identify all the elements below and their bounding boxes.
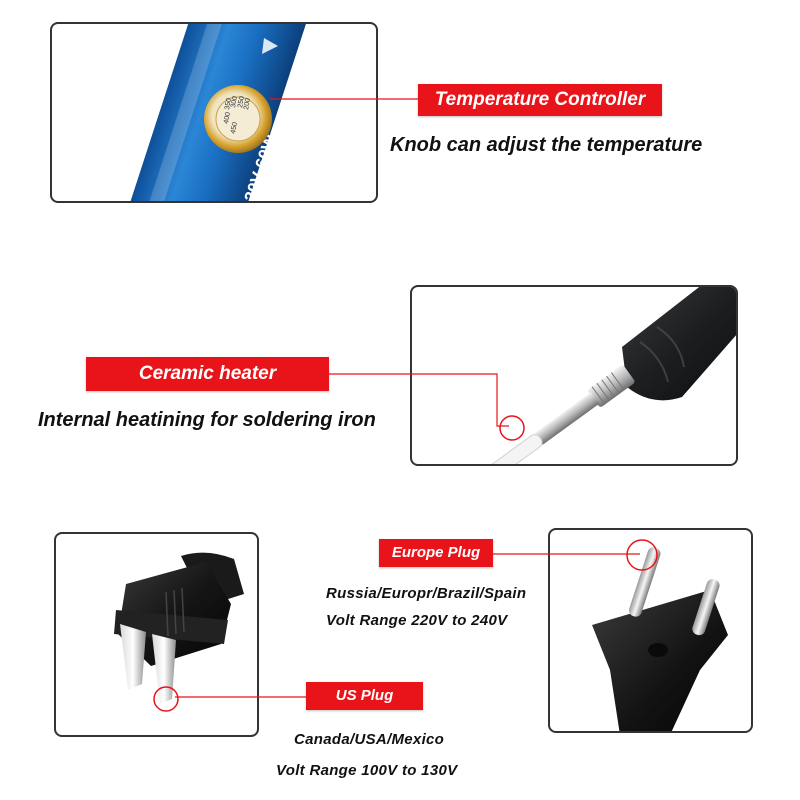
temperature-controller-description: Knob can adjust the temperature — [390, 134, 703, 156]
us-plug-image — [114, 552, 244, 712]
europe-plug-label: Europe Plug — [379, 539, 493, 567]
heater-callout-line — [329, 373, 509, 427]
europe-plug-photo-frame — [548, 528, 753, 733]
us-plug-voltage: Volt Range 100V to 130V — [276, 762, 458, 779]
ceramic-heater-description: Internal heatining for soldering iron — [38, 409, 376, 431]
knob-scale: 200 250 300 350 400 450 — [223, 96, 252, 135]
knob-mark: 350 — [224, 98, 233, 111]
knob-mark: 300 — [230, 96, 239, 109]
europe-plug-highlight-circle — [626, 539, 658, 571]
ceramic-heater-photo-frame — [410, 285, 738, 466]
knob-mark: 200 — [243, 98, 252, 111]
europe-plug-voltage: Volt Range 220V to 240V — [326, 612, 508, 629]
europe-plug-image — [592, 539, 728, 731]
ceramic-heater-label: Ceramic heater — [86, 357, 329, 391]
us-plug-countries: Canada/USA/Mexico — [294, 731, 445, 748]
ceramic-heater-image — [486, 287, 736, 464]
knob-mark: 400 — [223, 112, 232, 125]
knob-mark: 450 — [230, 122, 239, 135]
us-plug-label: US Plug — [306, 682, 423, 710]
temperature-controller-photo-frame: 220V 60W 200 250 300 350 400 450 — [50, 22, 378, 203]
us-plug-photo-frame — [54, 532, 259, 737]
us-plug-highlight-circle — [153, 686, 179, 712]
heater-highlight-circle — [499, 415, 525, 441]
soldering-iron-handle-image: 220V 60W 200 250 300 350 400 450 — [125, 24, 308, 201]
temperature-controller-label: Temperature Controller — [418, 84, 662, 116]
knob-mark: 250 — [237, 96, 246, 109]
europe-plug-countries: Russia/Europr/Brazil/Spain — [326, 585, 527, 602]
